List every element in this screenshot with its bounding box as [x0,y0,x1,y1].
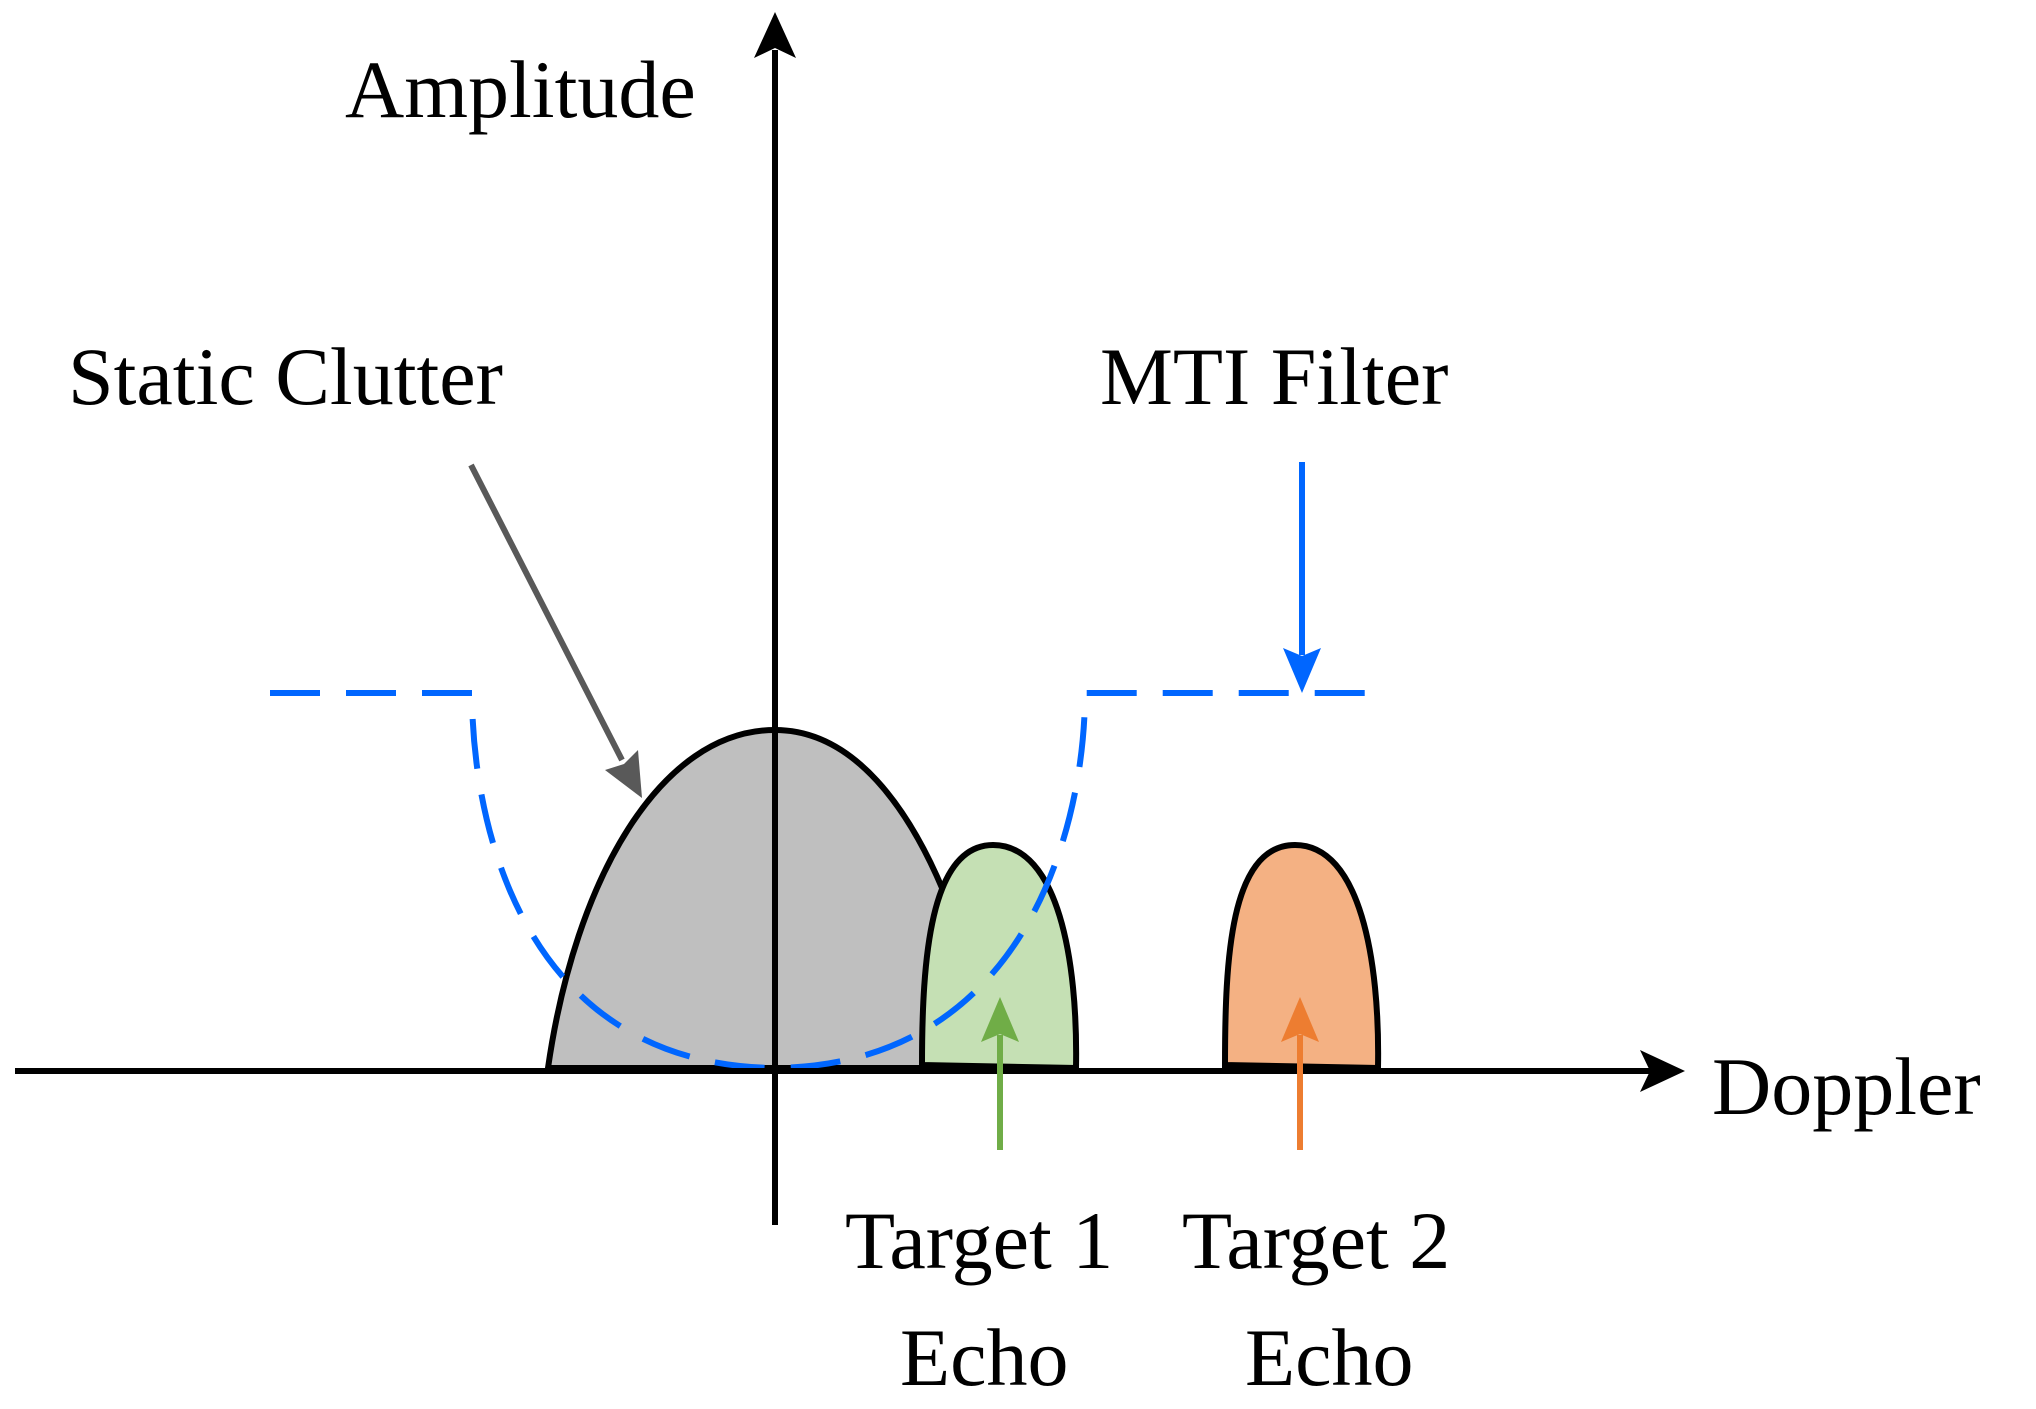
static-clutter-shape [544,726,948,1071]
target1-label-line1: Target 1 [845,1195,1113,1286]
x-axis-label: Doppler [1712,1041,1981,1132]
target2-arrowhead [1281,997,1319,1042]
mti-filter-label: MTI Filter [1100,331,1448,422]
target1-echo-shape [918,841,1080,1072]
mti-filter-curve [270,690,1380,1072]
target1-label-line2: Echo [900,1312,1068,1403]
target2-echo-shape [1221,841,1382,1072]
target2-label-line2: Echo [1245,1312,1413,1403]
y-axis-label: Amplitude [345,44,696,135]
target2-label-line1: Target 2 [1182,1195,1450,1286]
y-axis-arrowhead [754,12,796,58]
mti-filter-arrowhead [1283,648,1321,693]
static-clutter-label: Static Clutter [68,331,503,422]
static-clutter-arrowhead [605,750,642,798]
target1-arrowhead [981,997,1019,1042]
static-clutter-arrow [468,463,625,762]
x-axis-arrowhead [1640,1050,1685,1092]
